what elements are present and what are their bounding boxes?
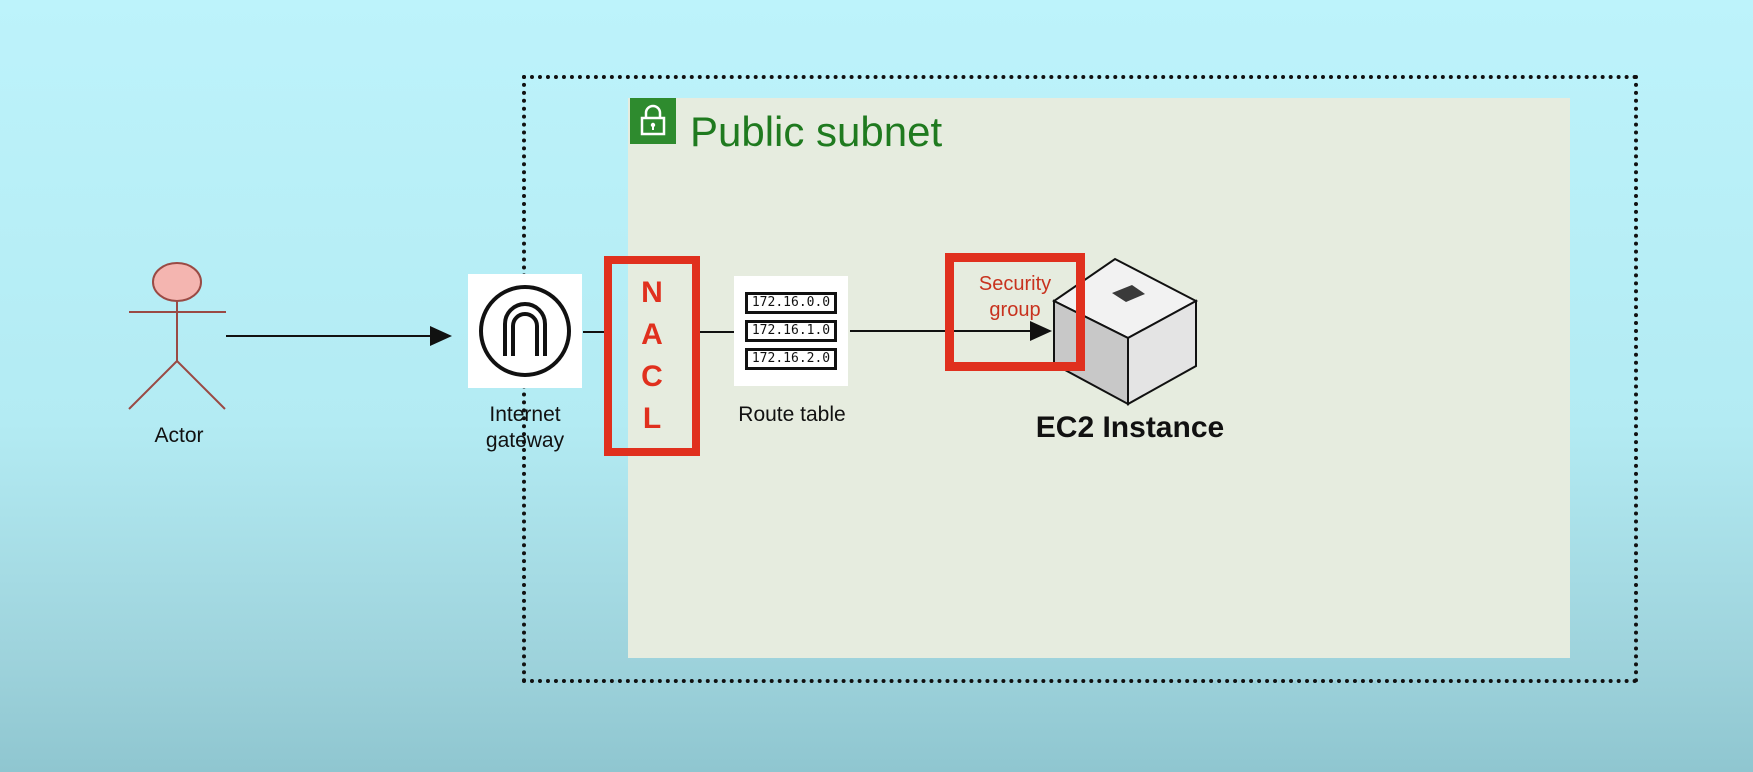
- lock-icon: [630, 98, 676, 144]
- arch-gateway-icon: [479, 285, 571, 377]
- route-entry: 172.16.0.0: [745, 292, 837, 314]
- nacl-letter-a: A: [641, 318, 663, 351]
- server-cube-icon: [1052, 257, 1199, 406]
- route-entry: 172.16.1.0: [745, 320, 837, 342]
- igw-label-line1: Internet: [489, 403, 561, 426]
- route-table-label: Route table: [738, 403, 846, 426]
- nacl-letter-n: N: [641, 276, 663, 309]
- nacl-letter-l: L: [642, 402, 662, 435]
- subnet-title: Public subnet: [690, 108, 943, 155]
- security-group-box: [945, 253, 1085, 371]
- internet-gateway-label: Internet gateway: [455, 402, 595, 454]
- security-group-label: Security group: [960, 271, 1070, 323]
- route-table: 172.16.0.0 172.16.1.0 172.16.2.0: [734, 276, 848, 386]
- ec2-instance-label: EC2 Instance: [1035, 411, 1225, 444]
- sg-label-line2: group: [989, 299, 1041, 321]
- sg-label-line1: Security: [978, 273, 1052, 295]
- nacl-letter-c: C: [641, 360, 663, 393]
- igw-label-line2: gateway: [485, 429, 565, 452]
- internet-gateway: [468, 274, 582, 388]
- route-entry: 172.16.2.0: [745, 348, 837, 370]
- actor-label: Actor: [154, 424, 204, 447]
- actor-icon: [128, 262, 226, 410]
- nacl-box: N A C L: [604, 256, 700, 456]
